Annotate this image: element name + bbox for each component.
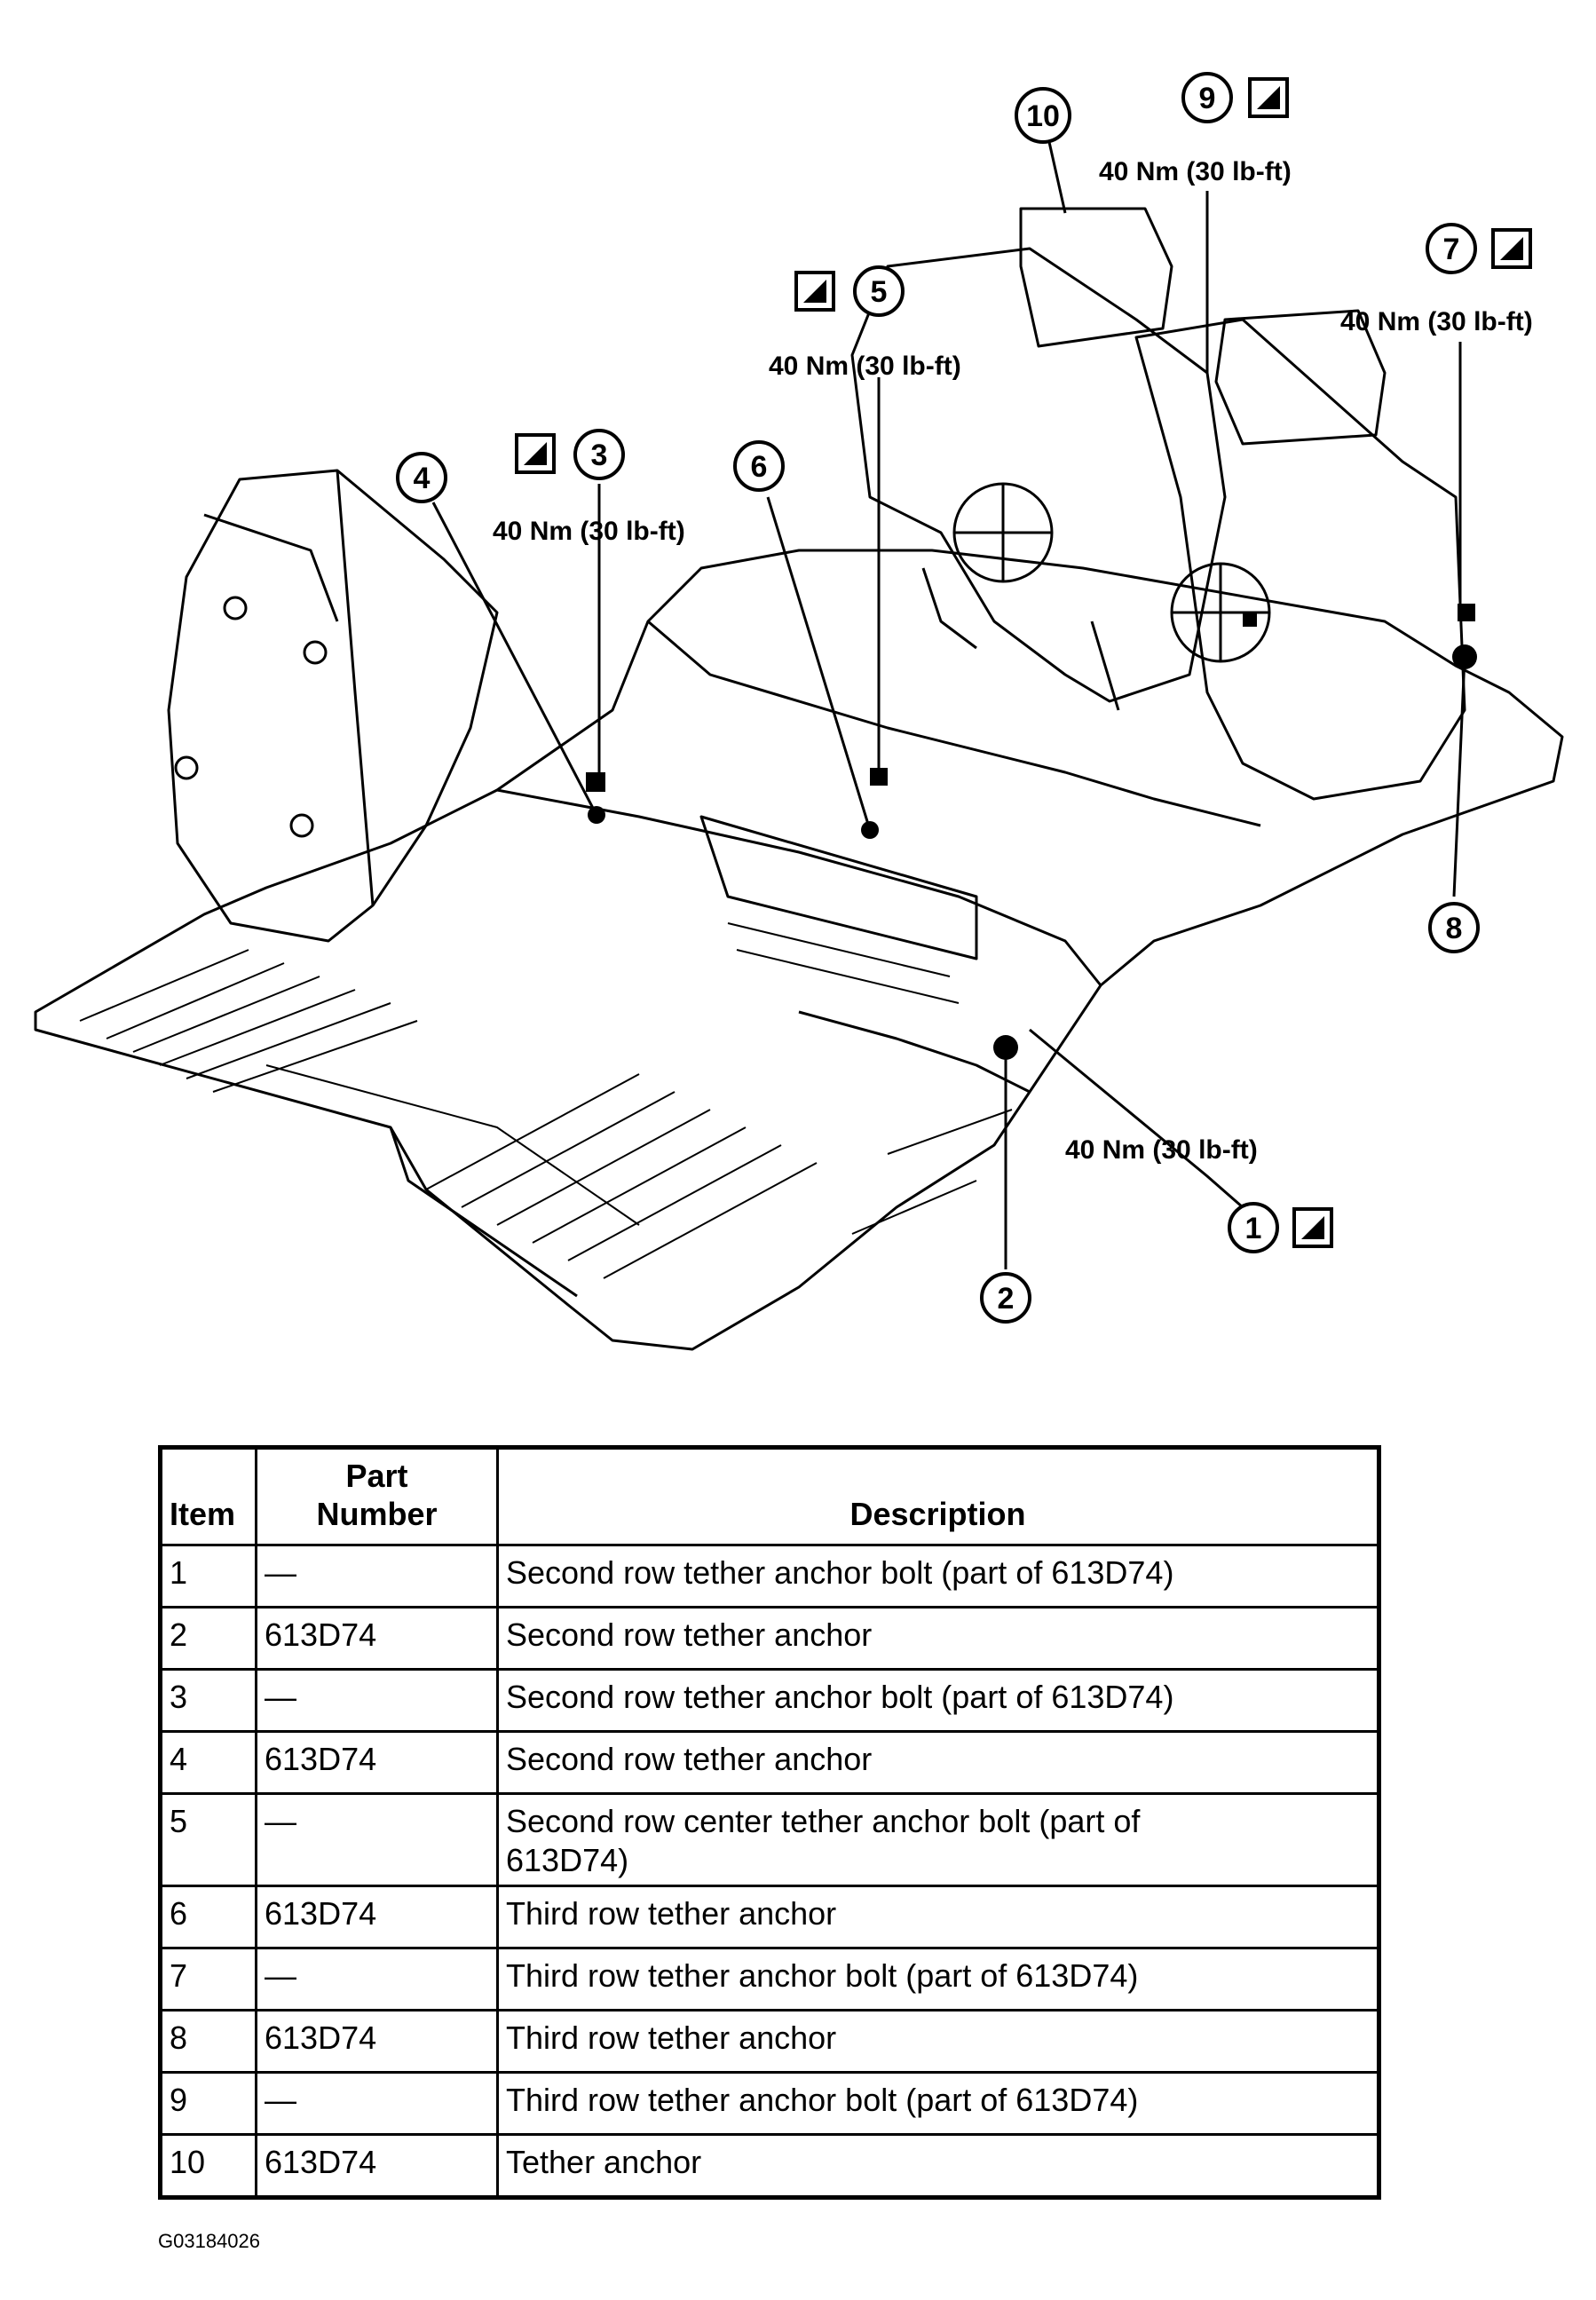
cell-part: 613D74 — [255, 1606, 499, 1672]
floor-pan — [34, 549, 1564, 1351]
svg-text:40 Nm (30 lb-ft): 40 Nm (30 lb-ft) — [769, 352, 961, 381]
cell-item: 3 — [159, 1668, 257, 1734]
table-row: 8 613D74 Third row tether anchor — [159, 2008, 1380, 2074]
callout-8: 8 — [1428, 902, 1480, 953]
table-row: 10 613D74 Tether anchor — [159, 2132, 1380, 2199]
cell-description: Second row tether anchor bolt (part of 6… — [496, 1668, 1380, 1734]
cell-description: Second row tether anchor bolt (part of 6… — [496, 1544, 1380, 1609]
header-part-line1: Part — [345, 1458, 408, 1494]
torque-wrench-icon — [1292, 1207, 1333, 1248]
header-part-line2: Number — [316, 1496, 438, 1533]
cell-part: 613D74 — [255, 1730, 499, 1796]
svg-text:7: 7 — [1443, 233, 1460, 266]
cell-part: 613D74 — [255, 2132, 499, 2199]
cell-part: — — [255, 2070, 499, 2136]
table-row: 7 — Third row tether anchor bolt (part o… — [159, 1946, 1380, 2012]
torque-wrench-icon — [794, 271, 835, 312]
cell-description: Third row tether anchor bolt (part of 61… — [496, 1946, 1380, 2012]
cell-part: — — [255, 1792, 499, 1887]
table-row: 5 — Second row center tether anchor bolt… — [159, 1792, 1380, 1887]
callout-4: 4 — [396, 452, 447, 503]
cell-item: 6 — [159, 1884, 257, 1949]
cell-item: 1 — [159, 1544, 257, 1609]
anchor-bolt-9 — [1243, 613, 1257, 627]
cell-item: 5 — [159, 1792, 257, 1887]
cell-item: 10 — [159, 2132, 257, 2199]
callout-5: 5 40 Nm (30 lb-ft) — [769, 265, 961, 381]
third-row-headrest-left — [1019, 207, 1173, 348]
callout-9: 9 40 Nm (30 lb-ft) — [1099, 72, 1292, 186]
table-row: 6 613D74 Third row tether anchor — [159, 1884, 1380, 1949]
torque-wrench-icon — [515, 433, 556, 474]
table-row: 1 — Second row tether anchor bolt (part … — [159, 1544, 1380, 1609]
anchor-bolt-3 — [586, 772, 605, 792]
svg-text:6: 6 — [751, 450, 768, 484]
cell-description: Tether anchor — [496, 2132, 1380, 2199]
svg-text:9: 9 — [1199, 82, 1216, 115]
svg-text:4: 4 — [414, 462, 431, 495]
svg-text:40 Nm (30 lb-ft): 40 Nm (30 lb-ft) — [1340, 307, 1533, 336]
svg-text:3: 3 — [591, 439, 608, 472]
leader-8 — [1452, 656, 1466, 897]
leader-4 — [431, 502, 598, 816]
cell-item: 4 — [159, 1730, 257, 1796]
anchor-bolt-7 — [1458, 604, 1475, 621]
cell-description: Third row tether anchor bolt (part of 61… — [496, 2070, 1380, 2136]
callout-6: 6 — [733, 440, 785, 492]
figure-id: G03184026 — [158, 2230, 260, 2252]
svg-text:40 Nm (30 lb-ft): 40 Nm (30 lb-ft) — [1099, 157, 1292, 186]
cell-item: 8 — [159, 2008, 257, 2074]
cell-item: 7 — [159, 1946, 257, 2012]
cell-description: Second row tether anchor — [496, 1606, 1380, 1672]
table-row: 9 — Third row tether anchor bolt (part o… — [159, 2070, 1380, 2136]
svg-text:8: 8 — [1446, 912, 1463, 945]
third-row-seat-left — [850, 247, 1227, 703]
leader-10 — [1047, 141, 1067, 214]
header-item: Item — [159, 1445, 257, 1547]
svg-text:40 Nm (30 lb-ft): 40 Nm (30 lb-ft) — [1065, 1135, 1258, 1165]
cell-description: Second row tether anchor — [496, 1730, 1380, 1796]
anchor-bolt-5 — [870, 768, 888, 786]
third-row-seat-right — [1134, 318, 1466, 801]
second-row-seat — [167, 469, 499, 943]
svg-text:5: 5 — [871, 275, 888, 309]
cell-description: Third row tether anchor — [496, 1884, 1380, 1949]
cell-part: 613D74 — [255, 1884, 499, 1949]
leader-1 — [1029, 1028, 1244, 1209]
cell-description: Second row center tether anchor bolt (pa… — [496, 1792, 1380, 1887]
callout-3: 3 40 Nm (30 lb-ft) — [493, 429, 685, 546]
svg-text:40 Nm (30 lb-ft): 40 Nm (30 lb-ft) — [493, 517, 685, 546]
table-row: 4 613D74 Second row tether anchor — [159, 1730, 1380, 1796]
cell-item: 2 — [159, 1606, 257, 1672]
cell-description: Third row tether anchor — [496, 2008, 1380, 2074]
table-row: 2 613D74 Second row tether anchor — [159, 1606, 1380, 1672]
cell-part: — — [255, 1668, 499, 1734]
svg-text:2: 2 — [998, 1282, 1015, 1316]
vehicle-floor-diagram: 1 40 Nm (30 lb-ft) 2 3 40 Nm (30 lb-ft) … — [34, 72, 1564, 1351]
table-row: 3 — Second row tether anchor bolt (part … — [159, 1668, 1380, 1734]
svg-text:10: 10 — [1026, 99, 1060, 133]
anchor-points — [586, 604, 1477, 1060]
cell-part: 613D74 — [255, 2008, 499, 2074]
svg-text:1: 1 — [1245, 1212, 1262, 1245]
callout-1: 1 40 Nm (30 lb-ft) — [1065, 1135, 1333, 1253]
header-description: Description — [496, 1445, 1380, 1547]
leader-6 — [766, 496, 872, 831]
third-row-headrest-right — [1214, 309, 1387, 446]
callout-7: 7 40 Nm (30 lb-ft) — [1340, 223, 1533, 336]
torque-wrench-icon — [1491, 228, 1532, 269]
cell-part: — — [255, 1946, 499, 2012]
header-part-number: Part Number — [255, 1445, 499, 1547]
callout-2: 2 — [980, 1272, 1031, 1324]
callout-10: 10 — [1015, 87, 1071, 144]
parts-table: Item Part Number Description 1 — Second … — [158, 1445, 1381, 2200]
cell-item: 9 — [159, 2070, 257, 2136]
table-header-row: Item Part Number Description — [159, 1445, 1380, 1547]
torque-wrench-icon — [1248, 77, 1289, 118]
cell-part: — — [255, 1544, 499, 1609]
